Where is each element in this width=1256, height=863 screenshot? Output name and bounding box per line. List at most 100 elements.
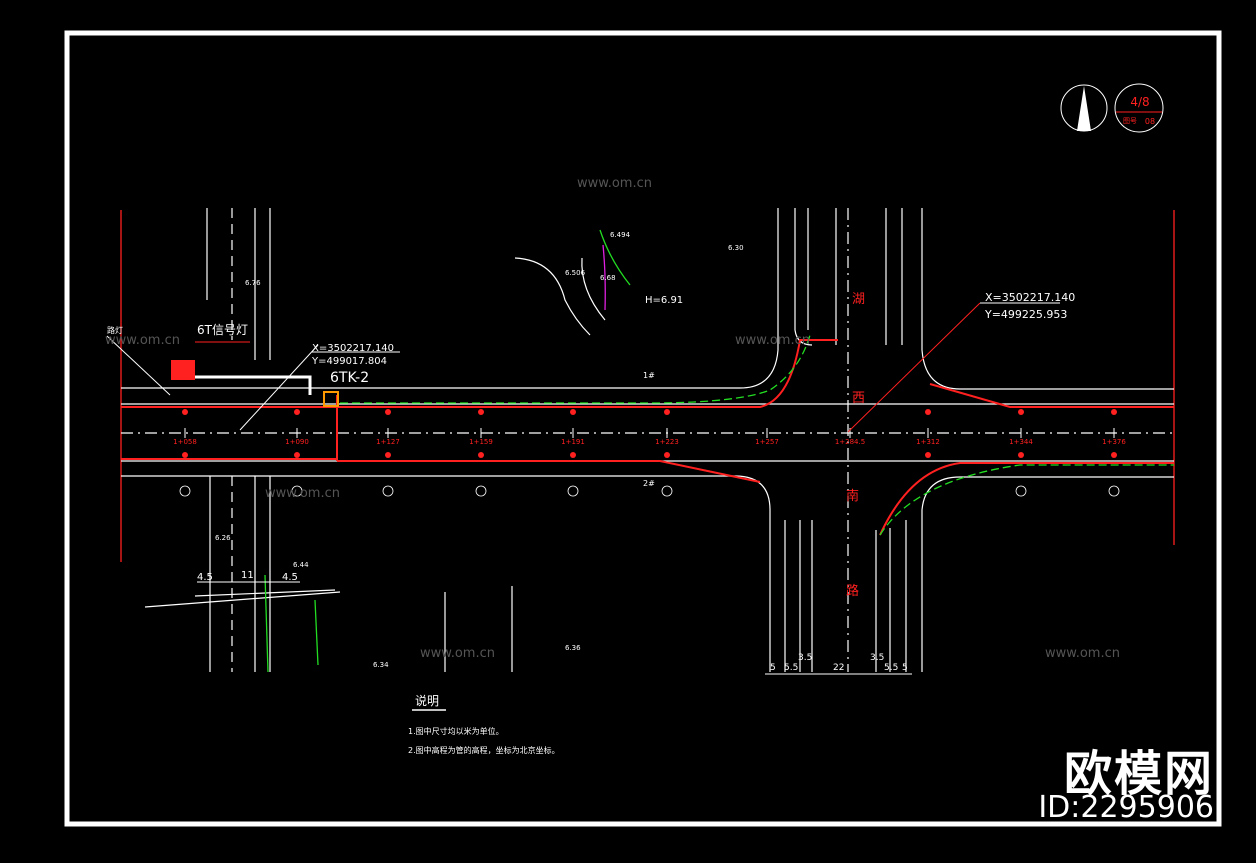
- lamp-post-south: [664, 452, 670, 458]
- lamp-post-north: [294, 409, 300, 415]
- right-coord-x: X=3502217.140: [985, 291, 1075, 304]
- elev-5: 6.76: [245, 279, 261, 287]
- site-watermarks: www.om.cn www.om.cn www.om.cn www.om.cn …: [105, 176, 1120, 661]
- pole-marker: [1108, 485, 1120, 497]
- station-label: 1+058: [173, 438, 197, 446]
- road-char-4: 路: [846, 583, 859, 599]
- lamp-post-south: [1018, 452, 1024, 458]
- site-wm-6: www.om.cn: [1045, 646, 1120, 661]
- lamp-post-north: [1018, 409, 1024, 415]
- station-label: 1+257: [755, 438, 779, 446]
- dimension-lines: [197, 581, 912, 675]
- dim-3: 4.5: [282, 572, 298, 583]
- lamp-post-south: [182, 452, 188, 458]
- elev-2: 6.506: [565, 269, 586, 277]
- station-label: 1+159: [469, 438, 493, 446]
- elev-6: 6.26: [215, 534, 231, 542]
- lamp-post-north: [925, 409, 931, 415]
- sheet-code: 08: [1145, 117, 1155, 126]
- station-label: 1+191: [561, 438, 585, 446]
- lamp-post-north: [478, 409, 484, 415]
- right-coord-leader: [847, 302, 981, 433]
- elev-7: 6.44: [293, 561, 309, 569]
- pole-marker: [291, 485, 303, 497]
- site-wm-1: www.om.cn: [105, 333, 180, 348]
- watermark-brand: 欧模网: [1063, 746, 1214, 802]
- signal-cabinet: [171, 360, 195, 380]
- notes-line-2: 2.图中高程为管的高程，坐标为北京坐标。: [408, 745, 560, 755]
- lamp-post-north: [664, 409, 670, 415]
- north-arrow-icon: [1060, 84, 1108, 132]
- left-coord-x: X=3502217.140: [312, 343, 394, 354]
- lamp-post-south: [570, 452, 576, 458]
- dim-b1: 5: [770, 663, 776, 673]
- lamp-post-north: [182, 409, 188, 415]
- lamp-post-south: [1111, 452, 1117, 458]
- elev-3: 6.68: [600, 274, 616, 282]
- pipe-note-bottom: 2#: [643, 479, 655, 488]
- lamp-post-south: [294, 452, 300, 458]
- station-label: 1+090: [285, 438, 309, 446]
- dim-b3: 3.5: [798, 653, 812, 663]
- notes-line-1: 1.图中尺寸均以米为单位。: [408, 726, 504, 736]
- dim-2: 11: [241, 570, 254, 581]
- station-label: 1+127: [376, 438, 400, 446]
- lamp-post-north: [1111, 409, 1117, 415]
- lamp-post-south: [925, 452, 931, 458]
- elev-8: 6.34: [373, 661, 389, 669]
- lamp-post-south: [478, 452, 484, 458]
- station-labels: 1+058 1+090 1+127 1+159 1+191 1+223 1+257 1+284…: [173, 428, 1126, 446]
- left-tag: 路灯: [107, 325, 123, 335]
- lamp-post-north: [570, 409, 576, 415]
- road-char-2: 西: [852, 391, 865, 406]
- lamp-posts: [179, 409, 1120, 497]
- left-tag-leader: [106, 335, 171, 396]
- pole-marker: [661, 485, 673, 497]
- site-wm-5: www.om.cn: [420, 646, 495, 661]
- green-lines: [264, 229, 1174, 673]
- h-value: H=6.91: [645, 295, 683, 306]
- left-coord-leader: [239, 344, 319, 431]
- station-label: 1+284.5: [835, 438, 865, 446]
- station-label: 1+376: [1102, 438, 1126, 446]
- site-wm-3: www.om.cn: [735, 333, 810, 348]
- pole-marker: [382, 485, 394, 497]
- dim-b2: 5.5: [784, 663, 798, 673]
- pole-marker: [1015, 485, 1027, 497]
- site-wm-4: www.om.cn: [265, 486, 340, 501]
- notes-title: 说明: [415, 693, 439, 708]
- annotations: H=6.91 6T信号灯 6TK-2 X=3502217.140 Y=49901…: [107, 231, 1075, 673]
- dim-b6: 5.5: [884, 663, 898, 673]
- pole-marker: [475, 485, 487, 497]
- dim-b5: 3.5: [870, 653, 884, 663]
- box-6tk2: [323, 391, 339, 407]
- sheet-border: [64, 30, 1222, 827]
- road-char-1: 湖: [852, 292, 865, 307]
- station-label: 1+312: [916, 438, 940, 446]
- right-coord-y: Y=499225.953: [984, 308, 1067, 321]
- station-label: 1+223: [655, 438, 679, 446]
- elev-4: 6.30: [728, 244, 744, 252]
- cable-lines: [121, 339, 1174, 536]
- lamp-post-north: [385, 409, 391, 415]
- left-coord-y: Y=499017.804: [311, 356, 387, 367]
- signal-name: 6T信号灯: [197, 323, 248, 337]
- notes-block: 说明 1.图中尺寸均以米为单位。 2.图中高程为管的高程，坐标为北京坐标。: [408, 693, 560, 755]
- pipe-note-top: 1#: [643, 371, 655, 380]
- watermark-id: ID:2295906: [1038, 790, 1214, 825]
- elev-9: 6.36: [565, 644, 581, 652]
- dim-1: 4.5: [197, 572, 213, 583]
- lamp-post-south: [385, 452, 391, 458]
- station-label: 1+344: [1009, 438, 1033, 446]
- sheet-no: 4/8: [1130, 95, 1149, 109]
- road-char-3: 南: [846, 488, 859, 504]
- magenta-line: [602, 244, 606, 311]
- site-wm-2: www.om.cn: [577, 176, 652, 191]
- sheet-number-badge: 4/8 图号 08: [1114, 83, 1164, 133]
- pole-marker: [567, 485, 579, 497]
- dim-b7: 5: [902, 663, 908, 673]
- sheet-label: 图号: [1123, 117, 1137, 125]
- pole-marker: [179, 485, 191, 497]
- elev-1: 6.494: [610, 231, 631, 239]
